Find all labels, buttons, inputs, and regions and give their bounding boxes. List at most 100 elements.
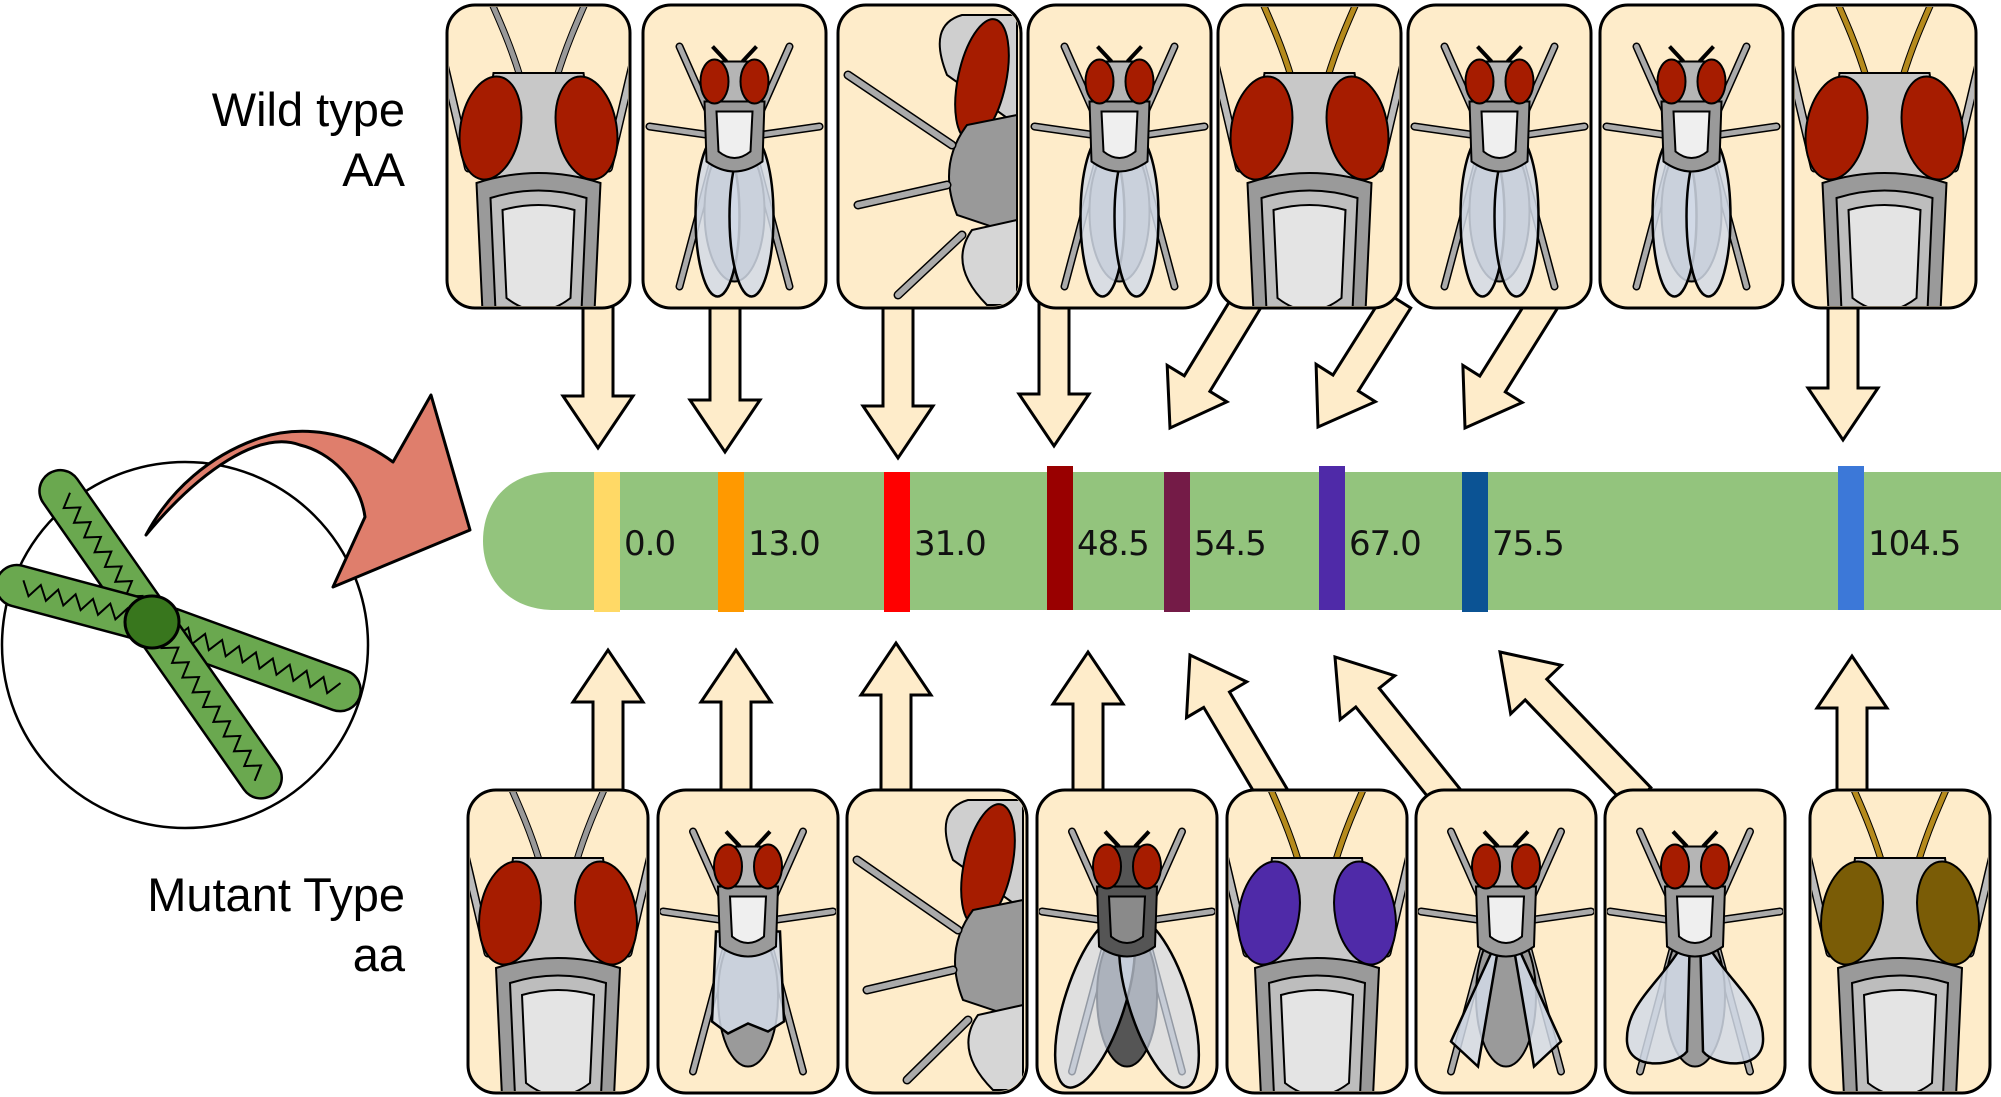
arrow-icon — [1814, 653, 1890, 800]
eye — [1084, 58, 1115, 105]
mutant-type-card — [1414, 788, 1598, 1095]
wild-type-card — [1026, 3, 1213, 310]
locus-bands: 0.0 13.0 31.0 48.5 54.5 67.0 75.5 104.5 — [594, 466, 1961, 612]
wild-type-cards — [445, 3, 1978, 310]
fly-icon — [1229, 792, 1405, 1091]
fly-icon — [843, 14, 1018, 306]
mutant-type-card — [1035, 788, 1219, 1095]
mutant-type-card — [656, 788, 840, 1095]
cell-with-chromosome — [0, 460, 370, 830]
fly-icon — [1607, 827, 1783, 1076]
wild-type-card — [1216, 3, 1403, 310]
mutant-type-card — [845, 788, 1029, 1095]
fly-icon — [470, 792, 646, 1091]
centromere — [123, 594, 181, 650]
eye — [478, 860, 542, 966]
fly-icon — [1602, 42, 1781, 298]
eye — [1660, 843, 1690, 890]
eye — [1511, 843, 1541, 890]
eye — [554, 75, 619, 181]
fly-icon — [1812, 792, 1988, 1091]
arrow-icon — [1461, 290, 1560, 431]
eye — [1504, 58, 1535, 105]
locus-position-label: 75.5 — [1492, 524, 1564, 564]
fly-icon — [852, 799, 1024, 1091]
fly-icon — [645, 42, 824, 298]
fly-icon — [1410, 42, 1589, 298]
wild-type-card — [641, 3, 828, 310]
eye — [1804, 75, 1869, 181]
arrow-icon — [860, 298, 936, 461]
arrow-icon — [1184, 652, 1290, 808]
locus-band — [1164, 472, 1190, 612]
eye — [1325, 75, 1390, 181]
arrow-icon — [1314, 289, 1413, 430]
mutant-type-card — [1225, 788, 1409, 1095]
eye — [1237, 860, 1301, 966]
locus-position-label: 48.5 — [1077, 524, 1149, 564]
eye — [1124, 58, 1155, 105]
mutant-type-cards — [466, 788, 1992, 1095]
arrow-icon — [858, 640, 934, 800]
eye — [699, 58, 730, 105]
fly-icon — [1418, 827, 1594, 1076]
wild-type-card — [1406, 3, 1593, 310]
mutant-type-genotype: aa — [352, 928, 405, 981]
mutant-type-name: Mutant Type — [147, 868, 405, 921]
locus-position-label: 104.5 — [1868, 524, 1960, 564]
wild-type-card — [445, 3, 632, 310]
eye — [1333, 860, 1397, 966]
arrow-icon — [570, 647, 646, 800]
eye — [1820, 860, 1884, 966]
eye — [1916, 860, 1980, 966]
dna-helix — [151, 631, 263, 782]
eye — [1092, 843, 1122, 890]
curved-arrow-icon — [144, 393, 472, 589]
wild-type-card — [1791, 3, 1978, 310]
fly-icon — [449, 7, 628, 306]
locus-position-label: 67.0 — [1349, 524, 1421, 564]
fly-icon — [1220, 7, 1399, 306]
chromosome-icon — [0, 468, 362, 800]
arrow-icon — [1333, 654, 1462, 810]
locus-position-label: 0.0 — [624, 524, 675, 564]
locus-band — [1462, 472, 1488, 612]
eye — [713, 843, 743, 890]
arrow-icon — [1805, 298, 1881, 443]
eye — [1696, 58, 1727, 105]
wild-type-genotype: AA — [342, 143, 405, 196]
wild-type-name: Wild type — [211, 83, 405, 136]
wild-type-card — [1598, 3, 1785, 310]
eye — [1132, 843, 1162, 890]
locus-position-label: 54.5 — [1194, 524, 1266, 564]
locus-position-label: 13.0 — [748, 524, 820, 564]
locus-band — [1838, 466, 1864, 610]
eye — [1700, 843, 1730, 890]
arrow-icon — [1016, 298, 1092, 449]
fly-icon — [1795, 7, 1974, 306]
locus-band — [594, 472, 620, 612]
fly-icon — [660, 827, 836, 1076]
eye — [1900, 75, 1965, 181]
mutant-type-card — [466, 788, 650, 1095]
fly-icon — [1030, 42, 1209, 298]
locus-band — [1319, 466, 1345, 610]
eye — [1229, 75, 1294, 181]
mutant-type-label: Mutant Type aa — [5, 865, 405, 985]
wild-type-label: Wild type AA — [5, 80, 405, 200]
arrow-icon — [1050, 649, 1126, 800]
eye — [739, 58, 770, 105]
eye — [1471, 843, 1501, 890]
eye — [574, 860, 638, 966]
arrow-icon — [687, 298, 763, 455]
locus-position-label: 31.0 — [914, 524, 986, 564]
arrow-icon — [560, 298, 636, 451]
mutant-type-card — [1808, 788, 1992, 1095]
wild-type-card — [836, 3, 1023, 310]
chromosome-bar — [483, 472, 2001, 610]
arrow-icon — [1165, 290, 1263, 431]
eye — [1464, 58, 1495, 105]
fly-icon — [1039, 827, 1215, 1089]
